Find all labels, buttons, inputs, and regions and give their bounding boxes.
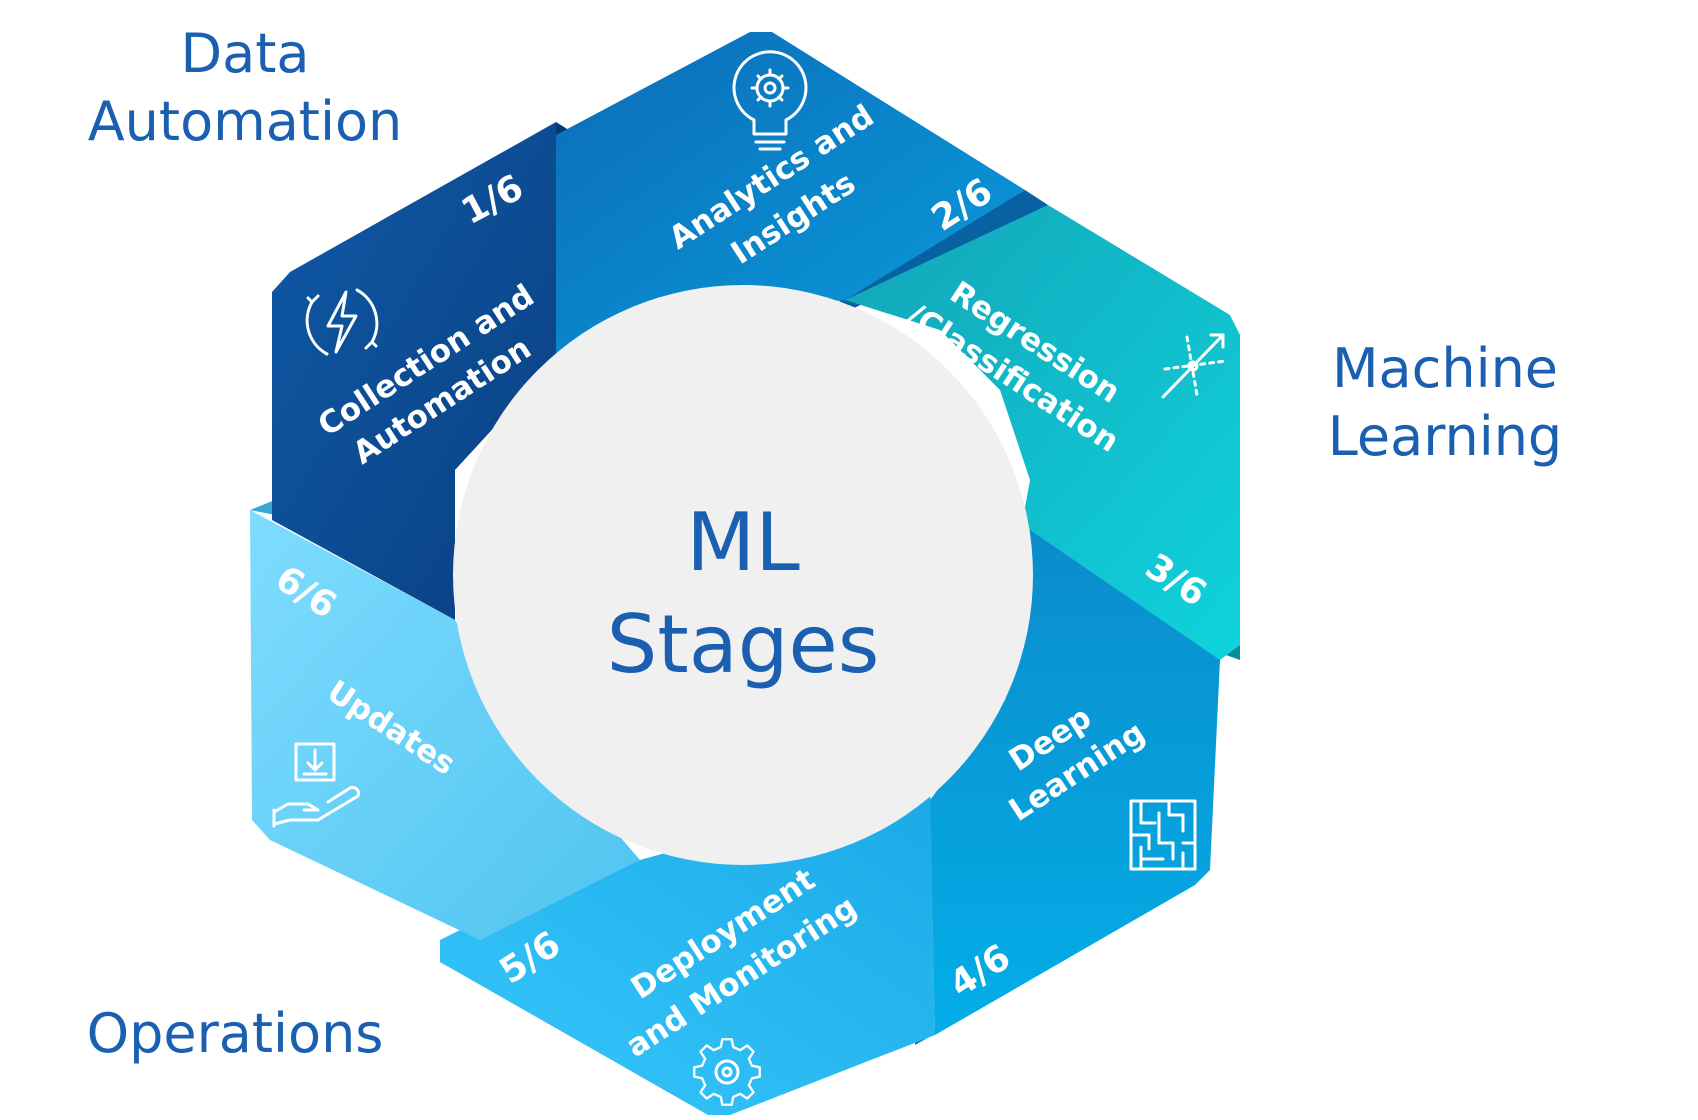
center-title-ml: ML (686, 496, 800, 589)
group-label-line: Machine (1331, 337, 1559, 400)
fold-shadow-6 (250, 500, 275, 515)
group-label-line: Automation (87, 90, 403, 153)
group-label-line: Learning (1327, 405, 1563, 468)
group-label-operations: Operations (70, 1000, 400, 1068)
stage-panel-3 (845, 205, 1240, 660)
stage-panel-1 (272, 122, 556, 620)
lightbulb-gear-icon (732, 50, 808, 151)
stage-panel-4 (930, 530, 1220, 1035)
group-label-line: Data (180, 22, 310, 85)
stage-panel-2 (556, 32, 1025, 360)
group-label-machine-learning: Machine Learning (1295, 335, 1595, 471)
gear-icon (693, 1038, 761, 1106)
stage-panel-6 (250, 510, 640, 940)
scatter-arrow-icon (1161, 333, 1227, 399)
group-label-line: Operations (86, 1002, 384, 1065)
stage-panel-5 (440, 780, 935, 1115)
center-title-stages: Stages (607, 598, 880, 691)
group-label-data-automation: Data Automation (60, 20, 430, 156)
lightning-cycle-icon (305, 288, 379, 356)
hand-download-icon (272, 742, 361, 828)
center-circle (453, 285, 1033, 865)
maze-icon (1129, 799, 1197, 871)
